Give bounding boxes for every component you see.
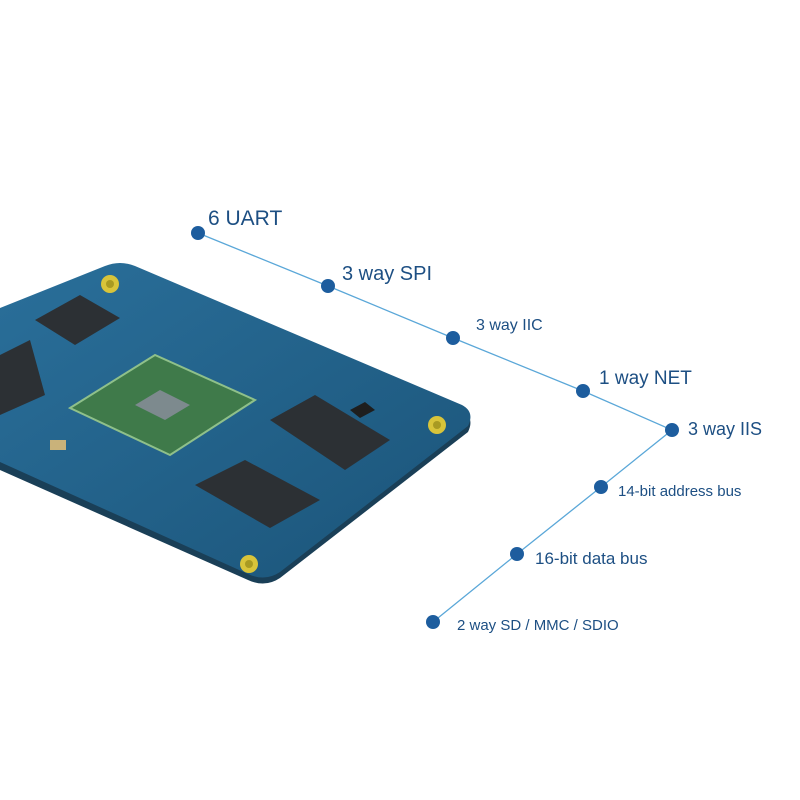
- feature-label-iis: 3 way IIS: [688, 419, 763, 439]
- feature-dot: [426, 615, 440, 629]
- feature-label-iic: 3 way IIC: [476, 317, 543, 334]
- pcb-board: [0, 263, 471, 584]
- feature-label-uart: 6 UART: [208, 207, 283, 230]
- feature-dot: [576, 384, 590, 398]
- feature-label-address-bus: 14-bit address bus: [618, 483, 742, 500]
- feature-label-sd-mmc-sdio: 2 way SD / MMC / SDIO: [457, 617, 619, 634]
- feature-dot: [191, 226, 205, 240]
- memory-chip: [195, 460, 320, 528]
- connector-lines: [197, 232, 674, 623]
- feature-dot: [321, 279, 335, 293]
- feature-label-net: 1 way NET: [599, 368, 692, 389]
- feature-label-spi: 3 way SPI: [342, 263, 433, 285]
- feature-dot: [665, 423, 679, 437]
- feature-dot: [446, 331, 460, 345]
- feature-label-data-bus: 16-bit data bus: [535, 549, 648, 568]
- component: [0, 340, 45, 415]
- feature-dot: [594, 480, 608, 494]
- feature-dots: [191, 226, 679, 629]
- memory-chip: [270, 395, 390, 470]
- soc-die: [135, 390, 190, 420]
- feature-dot: [510, 547, 524, 561]
- component: [35, 295, 120, 345]
